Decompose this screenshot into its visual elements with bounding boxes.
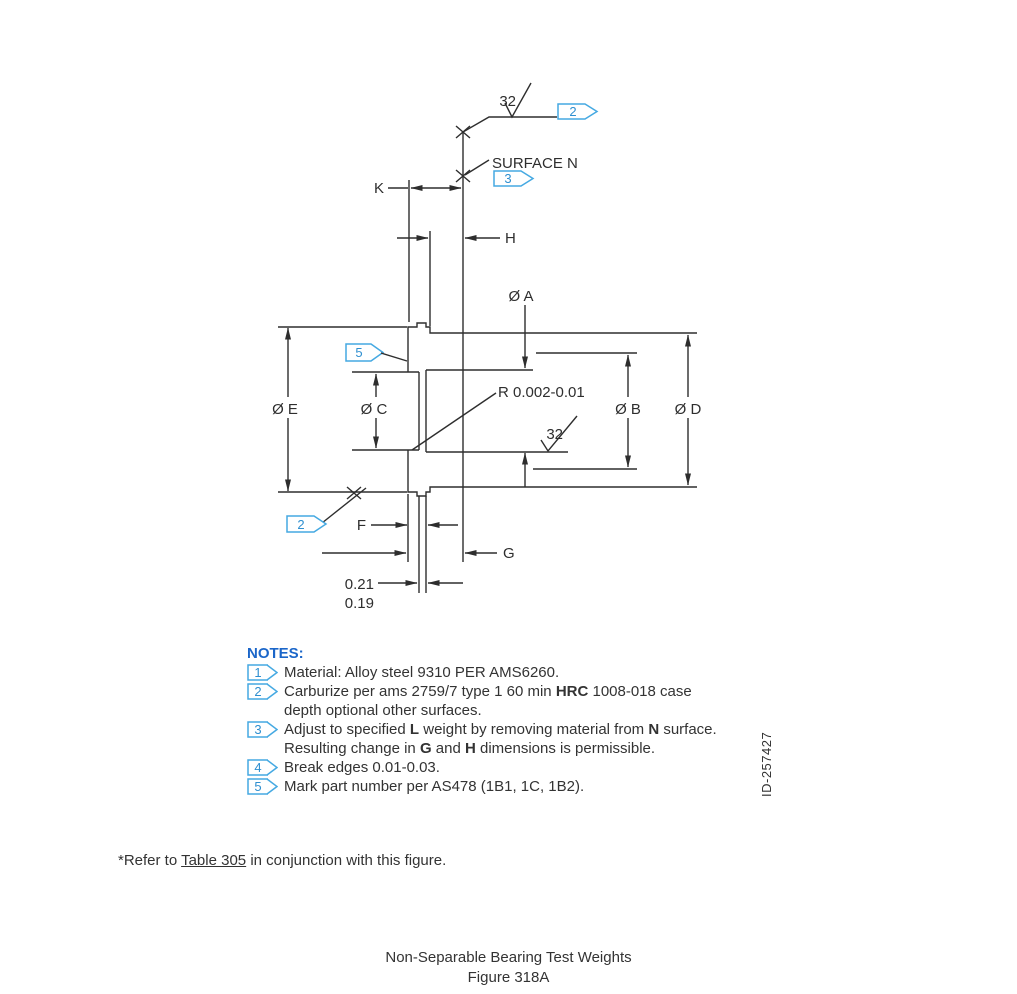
flag-icon xyxy=(247,778,278,795)
dim-dia-e: Ø E xyxy=(264,326,407,493)
surface-n-label: SURFACE N xyxy=(492,155,578,172)
flag-icon xyxy=(247,759,278,776)
svg-text:5: 5 xyxy=(355,345,362,360)
dim-k: K xyxy=(374,180,462,322)
table-305-link[interactable]: Table 305 xyxy=(181,852,247,869)
lower-extension-lines xyxy=(407,494,427,593)
flag-icon xyxy=(247,721,278,738)
figure-caption: Non-Separable Bearing Test Weights Figur… xyxy=(0,948,1017,988)
x-mark-icon xyxy=(346,486,362,500)
svg-text:Ø E: Ø E xyxy=(272,401,298,418)
figure-number: Figure 318A xyxy=(467,969,550,986)
note-text: Adjust to specified L weight by removing… xyxy=(284,721,717,757)
svg-text:2: 2 xyxy=(297,517,304,532)
note-item-2: 2 Carburize per ams 2759/7 type 1 60 min… xyxy=(247,682,787,720)
technical-drawing: 32 2 SURFACE N 3 K H Ø A xyxy=(264,82,709,612)
surface-n-leader xyxy=(464,159,490,176)
surface-n-line xyxy=(455,116,557,562)
footnote: *Refer to Table 305 in conjunction with … xyxy=(118,852,446,869)
dim-h: H xyxy=(397,230,516,326)
notes-section: NOTES: 1 Material: Alloy steel 9310 PER … xyxy=(247,644,787,796)
dim-dia-c: Ø C xyxy=(355,373,394,449)
note-text: Mark part number per AS478 (1B1, 1C, 1B2… xyxy=(284,778,585,795)
x-mark-icon xyxy=(455,169,471,183)
footnote-prefix: *Refer to xyxy=(118,852,182,869)
note-item-3: 3 Adjust to specified L weight by removi… xyxy=(247,720,787,758)
svg-text:Ø A: Ø A xyxy=(508,288,533,305)
svg-text:R 0.002-0.01: R 0.002-0.01 xyxy=(498,384,585,401)
surface-finish-icon-inner xyxy=(540,415,578,453)
dim-dia-a: Ø A xyxy=(508,288,534,487)
footnote-suffix: in conjunction with this figure. xyxy=(246,852,447,869)
note-flag-2: 2 xyxy=(247,683,278,700)
svg-text:F: F xyxy=(357,517,366,534)
note-flag-5: 5 xyxy=(247,778,278,795)
flag-2-top: 2 xyxy=(557,103,599,120)
surface-finish-value-inner: 32 xyxy=(546,426,563,443)
svg-text:0.19: 0.19 xyxy=(345,595,374,612)
svg-text:Ø D: Ø D xyxy=(675,401,702,418)
document-id: ID-257427 xyxy=(759,731,774,797)
flag-3: 3 xyxy=(493,170,535,187)
dim-dia-b: Ø B xyxy=(608,354,649,468)
radius-callout: R 0.002-0.01 xyxy=(411,384,585,451)
note-flag-4: 4 xyxy=(247,759,278,776)
figure-title: Non-Separable Bearing Test Weights xyxy=(385,949,632,966)
svg-text:G: G xyxy=(503,545,515,562)
svg-text:3: 3 xyxy=(504,171,511,186)
x-mark-icon xyxy=(455,125,471,139)
note-flag-3: 3 xyxy=(247,721,278,738)
flag-5: 5 xyxy=(345,343,408,362)
note-text: Break edges 0.01-0.03. xyxy=(284,759,440,776)
svg-text:2: 2 xyxy=(569,104,576,119)
note-item-1: 1 Material: Alloy steel 9310 PER AMS6260… xyxy=(247,663,787,682)
svg-text:Ø B: Ø B xyxy=(615,401,641,418)
dim-dia-d: Ø D xyxy=(667,334,709,486)
surface-finish-value-top: 32 xyxy=(499,93,516,110)
note-item-5: 5 Mark part number per AS478 (1B1, 1C, 1… xyxy=(247,777,787,796)
flag-icon xyxy=(247,683,278,700)
part-outline xyxy=(352,322,697,497)
svg-text:Ø C: Ø C xyxy=(361,401,388,418)
note-flag-1: 1 xyxy=(247,664,278,681)
note-text: Carburize per ams 2759/7 type 1 60 min H… xyxy=(284,683,692,719)
dim-g: G xyxy=(322,545,515,562)
dim-f: F xyxy=(357,517,458,534)
dim-web-thickness: 0.21 0.19 xyxy=(345,576,463,612)
note-text: Material: Alloy steel 9310 PER AMS6260. xyxy=(284,664,560,681)
notes-header: NOTES: xyxy=(247,645,304,662)
flag-icon xyxy=(247,664,278,681)
svg-text:K: K xyxy=(374,180,384,197)
svg-text:H: H xyxy=(505,230,516,247)
note-item-4: 4 Break edges 0.01-0.03. xyxy=(247,758,787,777)
surface-finish-icon xyxy=(504,82,532,119)
flag-2-bottom: 2 xyxy=(286,486,367,533)
svg-text:0.21: 0.21 xyxy=(345,576,374,593)
